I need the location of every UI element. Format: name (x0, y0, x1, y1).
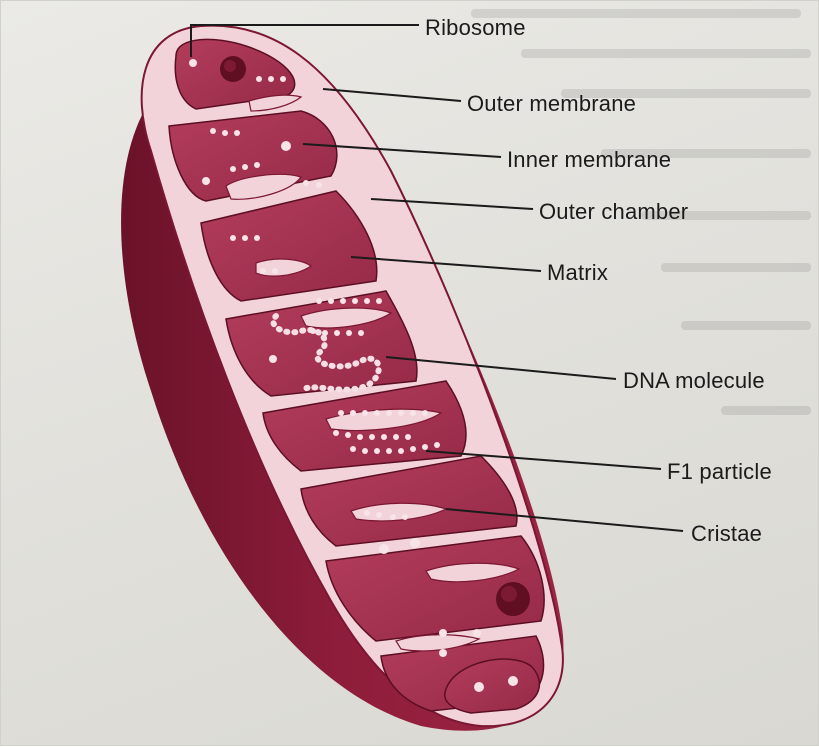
label-outer-chamber: Outer chamber (539, 199, 688, 225)
label-f1-particle: F1 particle (667, 459, 772, 485)
label-inner-membrane: Inner membrane (507, 147, 671, 173)
label-ribosome: Ribosome (425, 15, 526, 41)
label-outer-membrane: Outer membrane (467, 91, 636, 117)
label-dna-molecule: DNA molecule (623, 368, 765, 394)
label-cristae: Cristae (691, 521, 762, 547)
label-matrix: Matrix (547, 260, 608, 286)
